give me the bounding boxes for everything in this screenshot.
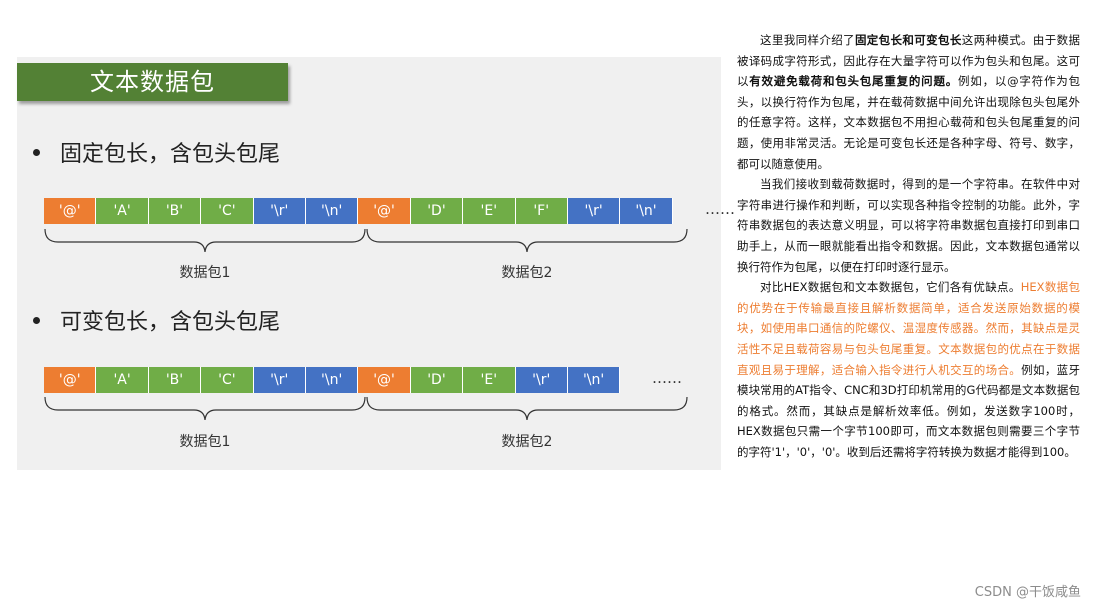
row1-packet2-label: 数据包2	[501, 265, 553, 281]
packet-byte-cell: 'B'	[148, 367, 202, 393]
text-segment: 这两种模式。由于数据被译码成字符形式，因此存在大量字符可以作为包头和包尾。这可以	[737, 33, 1081, 89]
text-segment: 当我们接收到载荷数据时，得到的是一个字符串。在软件中对字符串进行操作和判断，可以…	[737, 177, 1080, 274]
bullet-fixed-length-text: 固定包长，含包头包尾	[60, 142, 281, 167]
article-paragraph-3: 对比HEX数据包和文本数据包，它们各有优缺点。HEX数据包的优势在于传输最直接且…	[737, 277, 1080, 462]
csdn-watermark: CSDN @干饭咸鱼	[974, 585, 1081, 600]
row1-packet1-label: 数据包1	[179, 265, 231, 281]
packet-byte-cell: '\n'	[620, 198, 673, 224]
packet-byte-cell: '@'	[44, 367, 97, 393]
packet-byte-cell: 'C'	[201, 198, 254, 224]
packet-row-fixed: '@''A''B''C''\r''\n''@''D''E''F''\r''\n'	[44, 198, 673, 224]
packet-byte-cell: '\n'	[305, 367, 359, 393]
bullet-variable-length: 可变包长，含包头包尾	[33, 304, 280, 336]
text-segment: 例如，以@字符作为包头，以换行符作为包尾，并在载荷数据中间允许出现除包头包尾外的…	[737, 74, 1081, 171]
text-segment: 例如，蓝牙模块常用的AT指令、CNC和3D打印机常用的G代码都是文本数据包的格式…	[737, 362, 1080, 459]
bold-text: 有效避免载荷和包头包尾重复的问题。	[749, 74, 959, 89]
packet-byte-cell: '\n'	[567, 367, 621, 393]
packet-byte-cell: 'A'	[96, 367, 149, 393]
bullet-variable-length-text: 可变包长，含包头包尾	[60, 310, 281, 335]
packet-byte-cell: 'C'	[201, 367, 254, 393]
article-paragraph-1: 这里我同样介绍了固定包长和可变包长这两种模式。由于数据被译码成字符形式，因此存在…	[737, 30, 1080, 174]
packet-byte-cell: 'D'	[410, 367, 464, 393]
brace-packet2-row2	[366, 396, 688, 421]
highlighted-text: HEX数据包的优势在于传输最直接且解析数据简单，适合发送原始数据的模块，如使用串…	[737, 280, 1080, 377]
row1-braces	[44, 228, 688, 253]
bullet-dot-icon	[33, 316, 40, 324]
bullet-fixed-length: 固定包长，含包头包尾	[33, 136, 280, 168]
packet-byte-cell: 'B'	[148, 198, 202, 224]
packet-byte-cell: 'E'	[463, 198, 516, 224]
row2-ellipsis: ……	[652, 369, 682, 387]
row2-packet2-label: 数据包2	[501, 434, 553, 450]
row2-packet1-label: 数据包1	[179, 434, 231, 450]
packet-byte-cell: 'E'	[463, 367, 516, 393]
packet-byte-cell: '\n'	[305, 198, 359, 224]
slide-title: 文本数据包	[90, 68, 215, 96]
packet-row-variable: '@''A''B''C''\r''\n''@''D''E''\r''\n'	[44, 367, 621, 393]
brace-packet1-row1	[44, 228, 366, 253]
packet-byte-cell: '\r'	[253, 367, 306, 393]
row1-ellipsis: ……	[705, 200, 735, 218]
text-segment: 对比HEX数据包和文本数据包，它们各有优缺点。	[760, 280, 1021, 295]
packet-byte-cell: '@'	[358, 367, 411, 393]
brace-packet2-row1	[366, 228, 688, 253]
row2-braces	[44, 396, 688, 421]
packet-byte-cell: '\r'	[253, 198, 306, 224]
text-segment: 这里我同样介绍了	[760, 33, 855, 47]
slide-panel	[17, 57, 721, 470]
brace-packet1-row2	[44, 396, 366, 421]
bullet-dot-icon	[33, 148, 40, 156]
packet-byte-cell: '\r'	[515, 367, 568, 393]
packet-byte-cell: '@'	[44, 198, 97, 224]
packet-byte-cell: 'D'	[410, 198, 464, 224]
packet-byte-cell: 'F'	[515, 198, 568, 224]
article-text: 这里我同样介绍了固定包长和可变包长这两种模式。由于数据被译码成字符形式，因此存在…	[737, 30, 1080, 462]
packet-byte-cell: '@'	[358, 198, 411, 224]
bold-text: 固定包长和可变包长	[854, 33, 962, 47]
slide-title-bar: 文本数据包	[17, 63, 288, 101]
packet-byte-cell: 'A'	[96, 198, 149, 224]
packet-byte-cell: '\r'	[567, 198, 621, 224]
article-paragraph-2: 当我们接收到载荷数据时，得到的是一个字符串。在软件中对字符串进行操作和判断，可以…	[737, 174, 1080, 277]
